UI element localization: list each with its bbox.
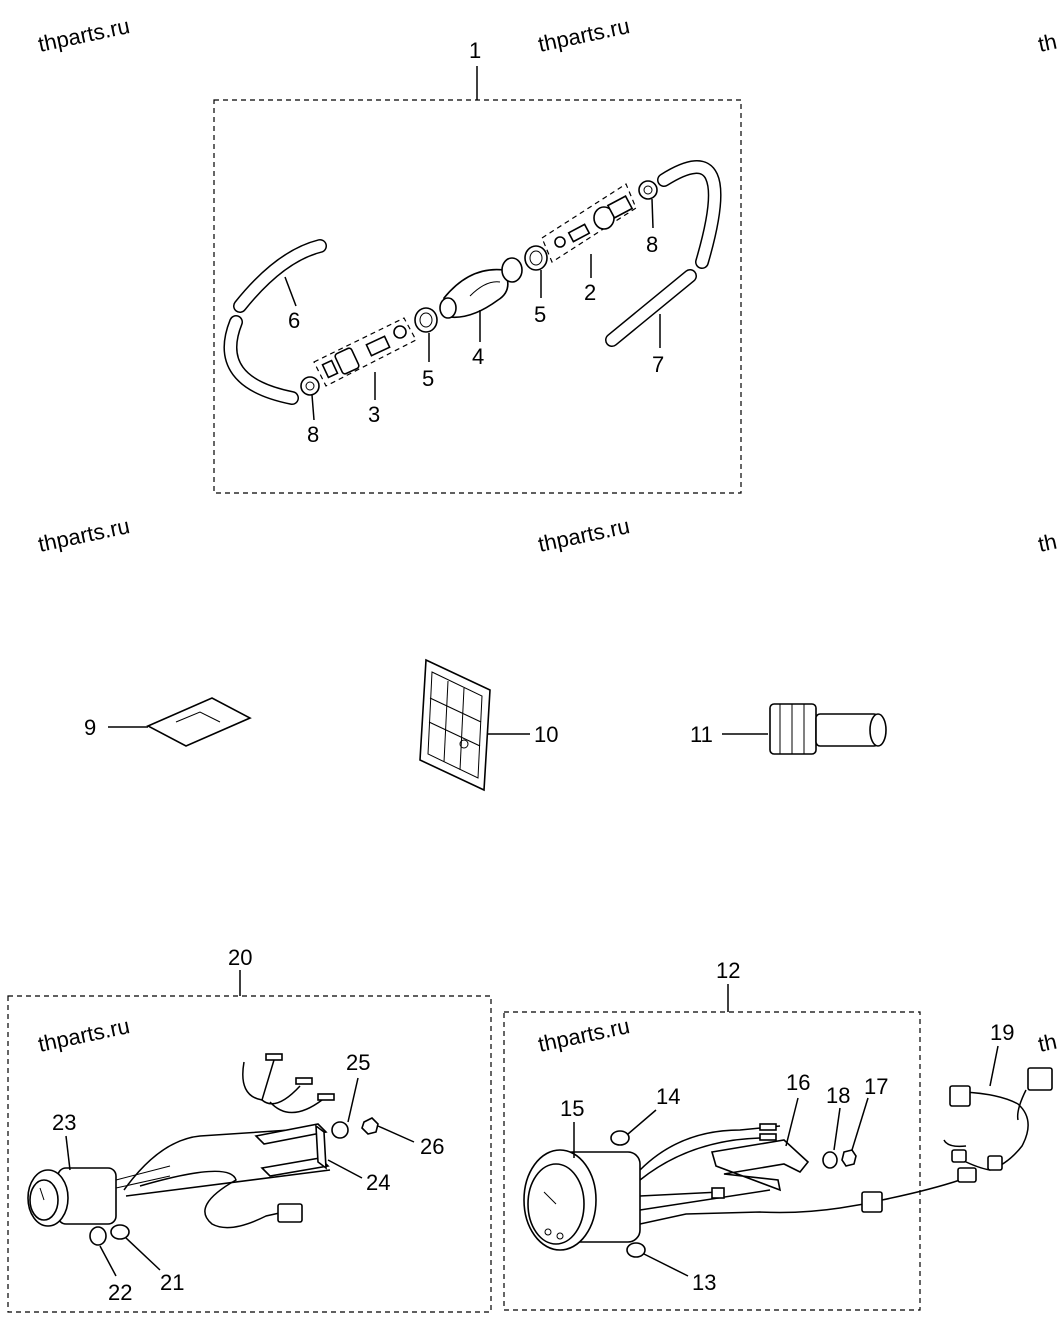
callout-10: 10 (534, 722, 558, 747)
callout-18: 18 (826, 1083, 850, 1108)
callout-1: 1 (469, 38, 481, 63)
callout-15: 15 (560, 1096, 584, 1121)
callout-21: 21 (160, 1270, 184, 1295)
watermark: thparts.ru (536, 13, 632, 57)
hose-clip-8-right (638, 180, 658, 200)
tachometer-wiring (123, 1053, 335, 1229)
part-11-hose-adapter (769, 703, 887, 755)
connector-3 (321, 325, 407, 379)
washer-25 (331, 1121, 349, 1139)
callout-8-right: 8 (646, 232, 658, 257)
callout-13: 13 (692, 1270, 716, 1295)
socket-22 (89, 1226, 107, 1246)
callout-11: 11 (690, 722, 713, 747)
watermarks: thparts.ru thparts.ru thparts.ru thparts… (36, 13, 1059, 1057)
watermark: th (1036, 29, 1059, 57)
callout-23: 23 (52, 1110, 76, 1135)
callout-4: 4 (472, 344, 484, 369)
gauge-kit-group: 12 15 16 18 (503, 958, 921, 1311)
fuel-hose-6 (223, 239, 327, 405)
callout-25: 25 (346, 1050, 370, 1075)
clamp-5-left (414, 307, 438, 333)
callout-20: 20 (228, 945, 252, 970)
callout-6: 6 (288, 308, 300, 333)
nut-17 (841, 1149, 857, 1167)
primer-bulb-4 (439, 257, 523, 319)
washer-18 (822, 1151, 838, 1169)
hose-clip-8-left (300, 376, 320, 396)
callout-3: 3 (368, 402, 380, 427)
kit-12-dashed-box (503, 1011, 921, 1311)
callout-14: 14 (656, 1084, 680, 1109)
fuel-hose-7 (605, 160, 722, 347)
connector-plug (861, 1191, 883, 1213)
gauge-15 (523, 1149, 641, 1251)
callout-5-right: 5 (534, 302, 546, 327)
callout-8-left: 8 (307, 422, 319, 447)
fuel-hose-kit-group: 1 6 8 3 5 (213, 38, 742, 494)
part-9-pouch (146, 697, 252, 747)
tachometer-gauge-23 (27, 1165, 171, 1227)
watermark: thparts.ru (36, 1013, 132, 1057)
mounting-bracket-16 (710, 1139, 810, 1192)
watermark: thparts.ru (536, 1013, 632, 1057)
callout-16: 16 (786, 1070, 810, 1095)
nut-26 (361, 1117, 379, 1135)
callout-17: 17 (864, 1074, 888, 1099)
callout-19: 19 (990, 1020, 1014, 1045)
loose-parts: 9 10 11 (84, 658, 887, 792)
callout-7: 7 (652, 352, 664, 377)
watermark: th (1036, 529, 1059, 557)
part-10-label-card (419, 658, 491, 792)
connector-2 (554, 195, 634, 248)
watermark: thparts.ru (36, 13, 132, 57)
watermark: th (1036, 1029, 1059, 1057)
callout-26: 26 (420, 1134, 444, 1159)
mounting-bracket-24 (254, 1123, 330, 1177)
clamp-5-right (524, 245, 548, 271)
callout-2: 2 (584, 280, 596, 305)
callout-5-left: 5 (422, 366, 434, 391)
gauge-wiring (639, 1123, 883, 1225)
bulb-13 (626, 1242, 646, 1258)
callout-22: 22 (108, 1280, 132, 1305)
callout-12: 12 (716, 958, 740, 983)
callout-9: 9 (84, 715, 96, 740)
tachometer-kit-group: 20 23 (7, 945, 492, 1313)
watermark: thparts.ru (36, 513, 132, 557)
kit-20-dashed-box (7, 995, 492, 1313)
bulb-14 (610, 1130, 630, 1146)
bulb-21 (110, 1224, 130, 1240)
connector-plug (277, 1203, 303, 1223)
callout-24: 24 (366, 1170, 390, 1195)
watermark: thparts.ru (536, 513, 632, 557)
harness-19 (881, 1067, 1053, 1201)
